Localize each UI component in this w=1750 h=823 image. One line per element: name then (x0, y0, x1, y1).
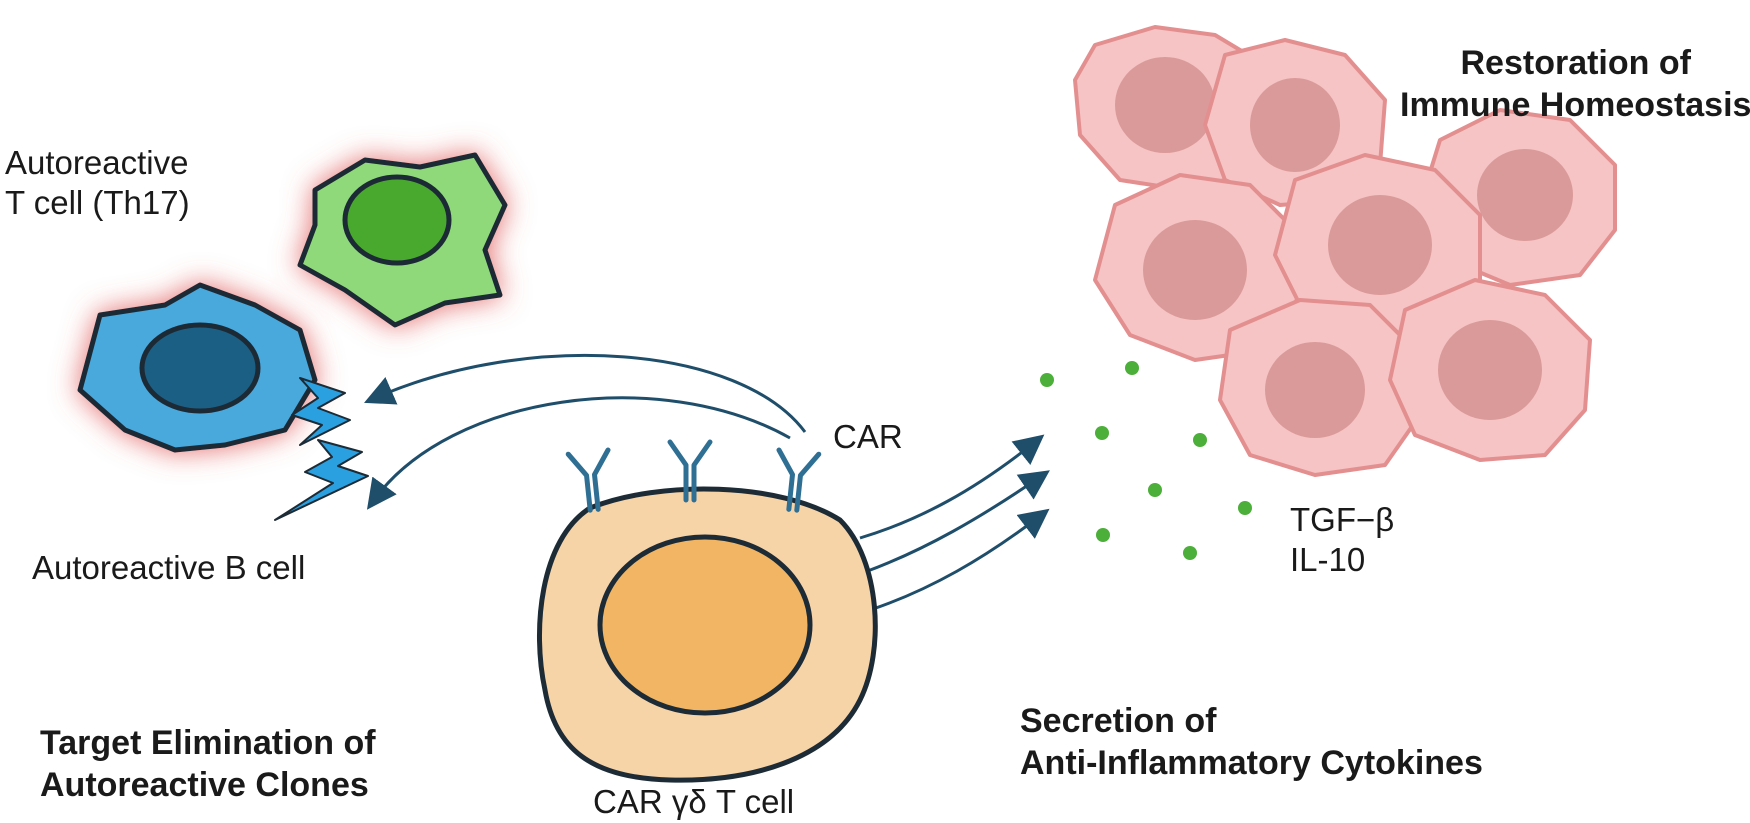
restoration-caption-line-1: Restoration of (1460, 44, 1691, 82)
cytokine-dot (1096, 528, 1110, 542)
healthy-cell (1388, 278, 1592, 462)
cytokine-dot (1148, 483, 1162, 497)
car-receptor-icons (565, 439, 822, 513)
t-cell-label-line-1: Autoreactive (5, 144, 189, 181)
restoration-caption: Restoration of Immune Homeostasis (1400, 42, 1750, 126)
cytokine-dot (1095, 426, 1109, 440)
secretion-caption: Secretion of Anti-Inflammatory Cytokines (1020, 700, 1483, 784)
cytokine-dot (1040, 373, 1054, 387)
t-cell-label-line-2: T cell (Th17) (5, 184, 190, 221)
car-receptor-icon (667, 439, 713, 503)
elimination-caption-line-2: Autoreactive Clones (40, 766, 369, 804)
elimination-arrow (366, 396, 791, 510)
autoreactive-t-cell (297, 152, 508, 328)
car-receptor-icon (565, 447, 611, 513)
cytokine-dot (1193, 433, 1207, 447)
healthy-cell (1218, 298, 1422, 477)
cytokine-dot (1238, 501, 1252, 515)
healthy-cell (1273, 153, 1482, 342)
cytokine-dot (1125, 361, 1139, 375)
healthy-cell-cluster (1073, 25, 1617, 477)
restoration-caption-line-2: Immune Homeostasis (1400, 86, 1750, 124)
secretion-arrow (869, 508, 1050, 612)
secretion-caption-line-2: Anti-Inflammatory Cytokines (1020, 744, 1483, 782)
secretion-arrow (864, 470, 1050, 574)
elimination-arrow (364, 353, 807, 433)
autoreactive-b-cell (77, 282, 318, 453)
car-t-cell (536, 486, 878, 783)
b-cell-label: Autoreactive B cell (32, 549, 306, 586)
car-receptor-icon (776, 447, 822, 513)
secretion-arrow (859, 434, 1045, 540)
healthy-cell (1093, 173, 1302, 362)
cytokine-dot (1183, 546, 1197, 560)
elimination-caption: Target Elimination of Autoreactive Clone… (40, 722, 376, 806)
elimination-caption-line-1: Target Elimination of (40, 724, 376, 762)
lightning-bolt-icon (274, 377, 369, 521)
cytokine-label: TGF−β IL-10 (1290, 500, 1394, 580)
secretion-caption-line-1: Secretion of (1020, 702, 1217, 740)
elimination-arrows (364, 353, 807, 510)
cytokine-label-tgf: TGF−β (1290, 501, 1395, 538)
car-label: CAR (833, 418, 903, 455)
secretion-arrows (859, 434, 1050, 612)
t-cell-label: Autoreactive T cell (Th17) (5, 143, 190, 223)
cytokine-dots (1040, 361, 1252, 560)
cytokine-label-il10: IL-10 (1290, 541, 1366, 578)
car-t-cell-label: CAR γδ T cell (593, 783, 795, 820)
